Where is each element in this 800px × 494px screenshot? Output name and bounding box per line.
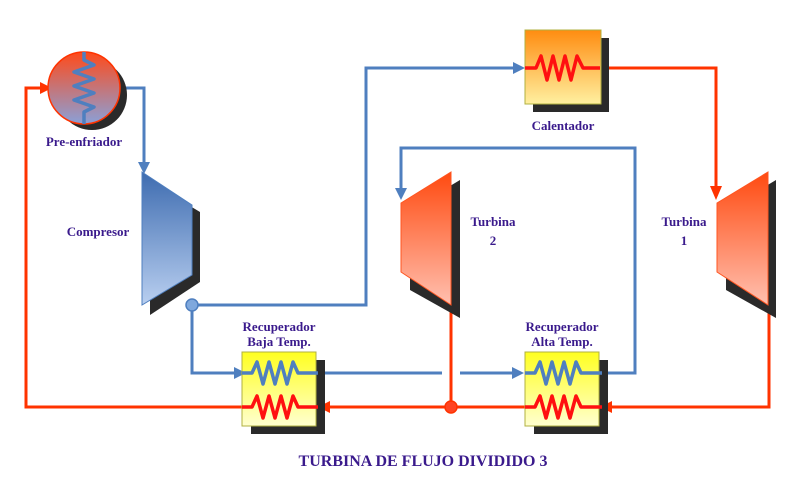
- recuperator-high-temp: Recuperador Alta Temp.: [524, 319, 608, 434]
- arrow-into-turbine1: [710, 186, 722, 200]
- pipe-lt-recuperator-to-precooler: [24, 86, 242, 409]
- recuperator-high-cold-coil-icon: [525, 360, 602, 386]
- turbine1-label-line2: 1: [681, 233, 688, 248]
- recuperator-low-label-line1: Recuperador: [243, 319, 316, 334]
- cold-pipes: [122, 66, 637, 375]
- heater-coil-icon: [525, 54, 600, 82]
- turbine2: Turbina 2: [400, 171, 516, 318]
- pipe-compressor-to-lt-recuperator: [190, 300, 238, 375]
- compressor-body: [141, 171, 193, 306]
- turbine1-body: [716, 171, 769, 306]
- turbine1-label-line1: Turbina: [661, 214, 707, 229]
- recuperator-high-label-line2: Alta Temp.: [531, 334, 592, 349]
- precooler-coil-icon: [72, 52, 96, 124]
- heater-label: Calentador: [532, 118, 595, 133]
- pipe-split-to-heater: [192, 66, 515, 307]
- turbine2-label-line2: 2: [490, 233, 497, 248]
- turbine1: Turbina 1: [661, 171, 776, 318]
- turbine2-body: [400, 171, 452, 306]
- split-junction-cold: [185, 298, 199, 312]
- recuperator-low-hot-coil-icon: [242, 394, 318, 420]
- recuperator-high-hot-coil-icon: [525, 394, 602, 420]
- compressor-label: Compresor: [67, 224, 130, 239]
- cold-arrows: [138, 62, 525, 379]
- diagram-title: TURBINA DE FLUJO DIVIDIDO 3: [299, 453, 548, 470]
- split-junction-hot: [444, 400, 458, 414]
- arrow-into-ht-recuperator: [512, 367, 524, 379]
- precooler: Pre-enfriador: [46, 51, 127, 149]
- hot-pipes: [24, 66, 771, 409]
- arrow-into-turbine2: [395, 188, 407, 200]
- heater: Calentador: [524, 29, 609, 133]
- arrow-into-heater: [513, 62, 525, 74]
- recuperator-low-temp: Recuperador Baja Temp.: [241, 319, 325, 434]
- recuperator-high-label-line1: Recuperador: [526, 319, 599, 334]
- turbine2-label-line1: Turbina: [470, 214, 516, 229]
- pipe-turbine1-to-ht-recuperator: [605, 305, 771, 409]
- recuperator-low-cold-coil-icon: [242, 360, 318, 386]
- arrow-into-compressor: [138, 162, 150, 174]
- arrow-into-precooler: [40, 82, 52, 94]
- precooler-label: Pre-enfriador: [46, 134, 123, 149]
- pipe-ht-recuperator-to-turbine2: [399, 146, 637, 375]
- recuperator-low-label-line2: Baja Temp.: [247, 334, 311, 349]
- pipe-precooler-to-compressor: [122, 86, 146, 165]
- arrow-into-lt-recuperator: [234, 367, 246, 379]
- compressor: Compresor: [67, 171, 200, 315]
- pipe-heater-to-turbine1: [600, 66, 718, 190]
